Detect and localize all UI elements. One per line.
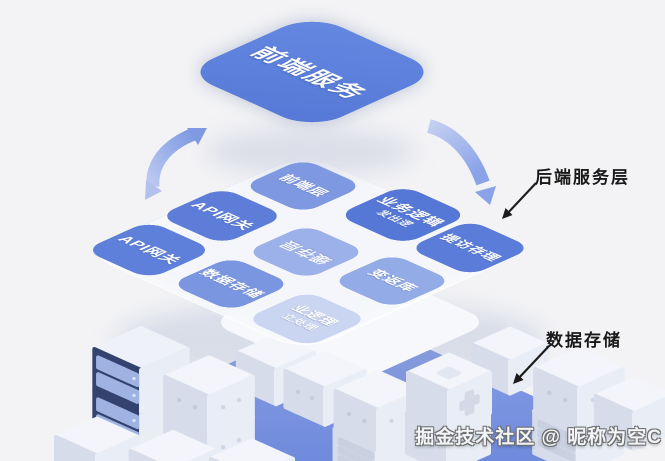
label-data-storage: 数据存储 (546, 331, 622, 350)
top-slab: 前端服务 (183, 0, 441, 163)
top-slab-label: 前端服务 (243, 43, 376, 103)
label-backend-service-layer: 后端服务层 (535, 168, 630, 187)
watermark: 掘金技术社区 @ 昵称为空C (415, 427, 662, 448)
tile-database: 变返库 (331, 238, 453, 324)
tile-biz-processing: 业逻理 立处理 (244, 275, 370, 363)
